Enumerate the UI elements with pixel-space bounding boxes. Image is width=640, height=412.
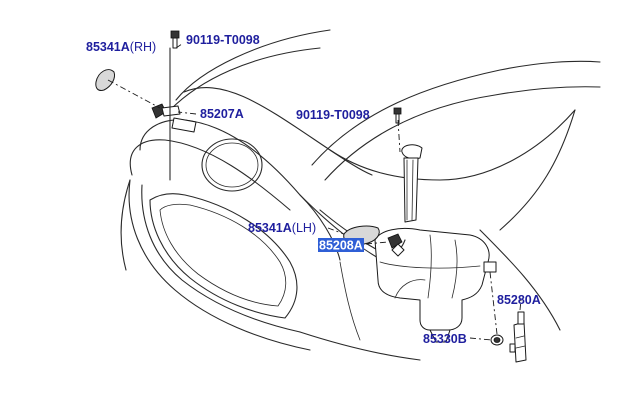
label-85341A-rh: 85341A(RH) — [86, 40, 156, 54]
washer-nozzle-lh-icon — [387, 233, 405, 257]
label-85280A: 85280A — [497, 293, 541, 307]
label-85330B: 85330B — [423, 332, 467, 346]
washer-jet-cover-rh-icon — [95, 69, 115, 91]
svg-text:85341A(RH): 85341A(RH) — [86, 40, 156, 54]
washer-reservoir-tank — [374, 144, 497, 343]
leader-lines — [107, 43, 522, 341]
washer-pump-icon — [509, 311, 527, 363]
bolt-top-icon — [170, 30, 180, 49]
label-85341A-lh-code: 85341A — [248, 221, 292, 235]
washer-nozzle-rh-icon — [151, 47, 197, 181]
label-85207A: 85207A — [200, 107, 244, 121]
bolt-right-icon — [393, 107, 402, 124]
label-85208A-highlight-box — [318, 238, 364, 252]
label-85208A: 85208A — [319, 239, 363, 253]
label-85208A-highlighted: 85208A — [318, 238, 364, 253]
label-85341A-rh-code: 85341A — [86, 40, 130, 54]
vehicle-body-outline — [120, 29, 601, 361]
grommet-icon — [490, 334, 504, 346]
label-85341A-lh: 85341A(LH) — [248, 221, 316, 235]
label-bolt-right: 90119-T0098 — [296, 108, 370, 122]
label-85341A-rh-side: (RH) — [130, 40, 156, 54]
svg-text:85341A(LH): 85341A(LH) — [248, 221, 316, 235]
label-85341A-lh-side: (LH) — [292, 221, 316, 235]
label-bolt-top: 90119-T0098 — [186, 33, 260, 47]
